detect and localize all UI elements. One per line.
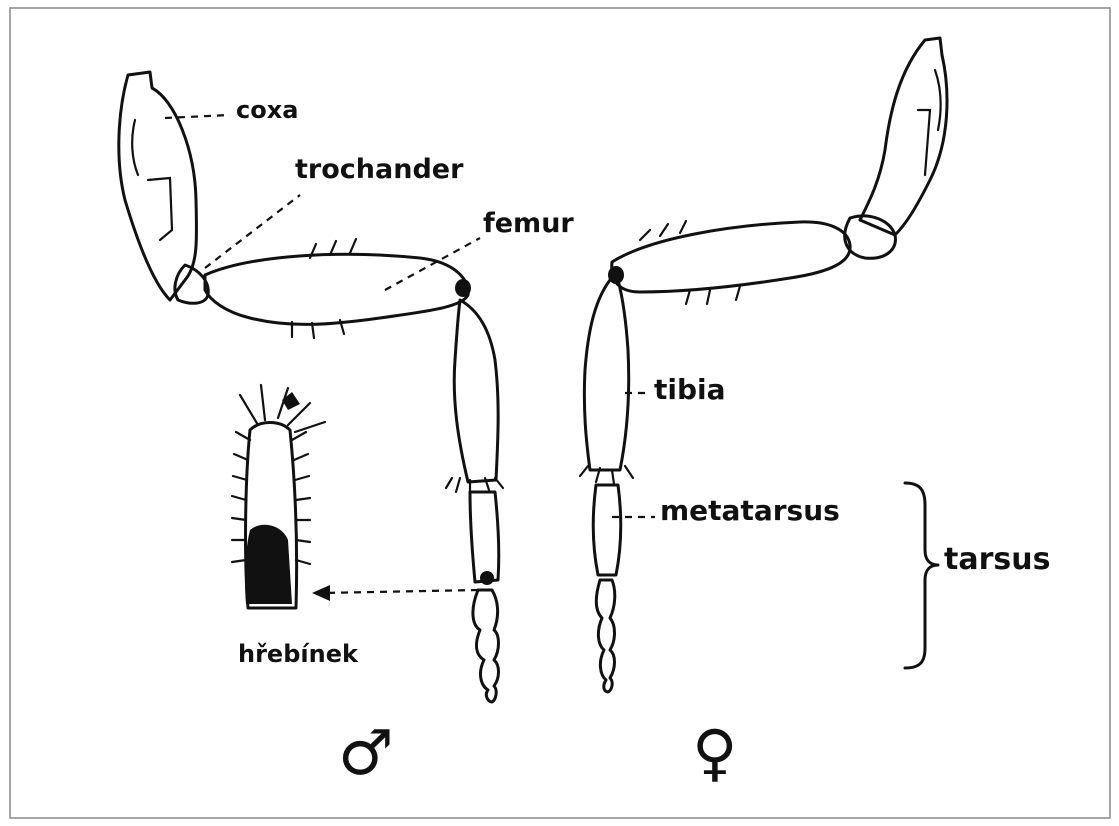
- male-coxa-detail: [132, 120, 138, 175]
- male-knee-joint: [455, 279, 471, 297]
- male-metatarsus: [470, 492, 499, 582]
- female-tarsal-segments: [596, 580, 614, 692]
- label-trochanter: trochander: [295, 156, 463, 183]
- female-tibia: [584, 280, 628, 470]
- female-trochanter: [845, 216, 896, 258]
- male-coxa-detail-2: [148, 178, 172, 240]
- comb-arrow-line: [320, 590, 478, 593]
- tarsus-bracket: [905, 483, 938, 668]
- male-femur: [205, 254, 468, 324]
- female-coxa: [860, 38, 947, 235]
- label-comb: hřebínek: [238, 642, 358, 666]
- comb-arrow-head: [312, 585, 330, 601]
- label-metatarsus: metatarsus: [660, 497, 840, 525]
- male-tarsal-segments: [473, 590, 499, 702]
- male-symbol: ♂: [338, 722, 394, 784]
- female-coxa-detail: [935, 70, 941, 130]
- female-coxa-detail-2: [918, 110, 930, 175]
- comb-dark-bristles: [245, 525, 292, 604]
- label-coxa: coxa: [236, 98, 298, 122]
- female-leg: [580, 38, 947, 692]
- female-symbol: ♀: [692, 722, 737, 784]
- male-tarsus-joint: [480, 571, 494, 585]
- female-metatarsus: [593, 485, 621, 575]
- comb-detail: [232, 385, 325, 608]
- label-tarsus: tarsus: [944, 545, 1050, 575]
- label-femur: femur: [483, 210, 574, 237]
- label-tibia: tibia: [654, 376, 726, 404]
- male-tibia: [454, 300, 498, 482]
